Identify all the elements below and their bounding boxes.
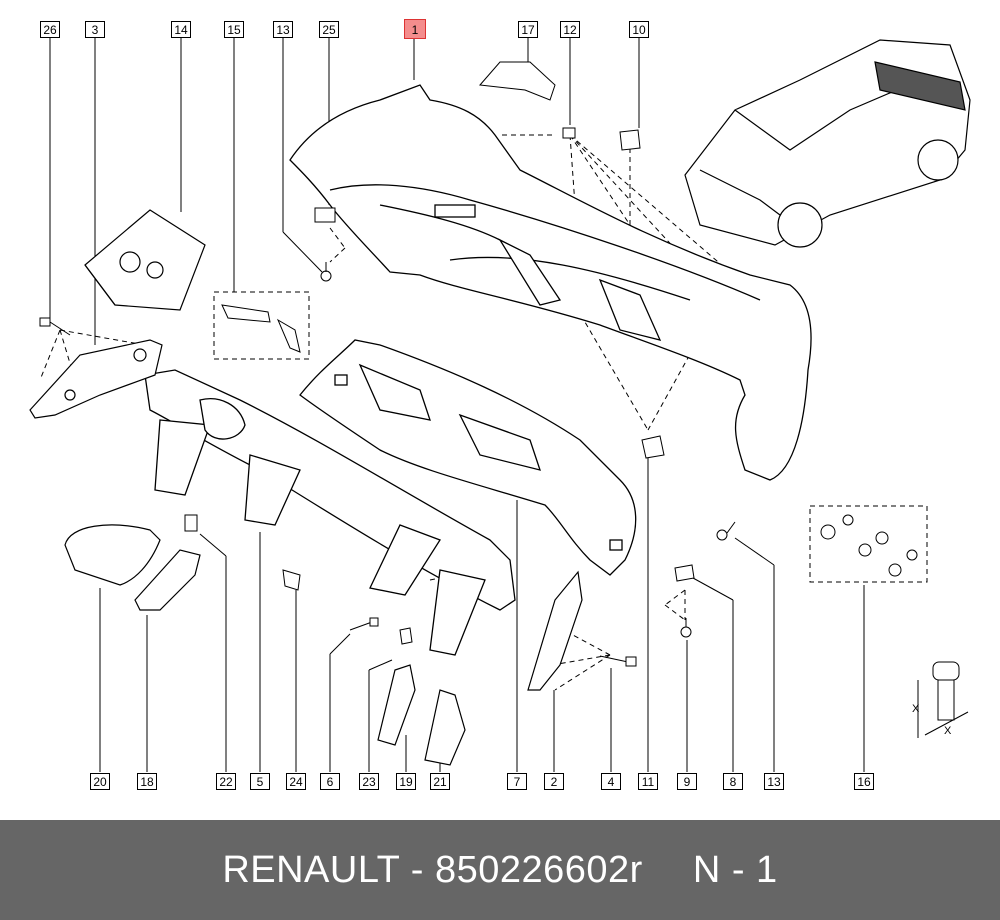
callout-17[interactable]: 17 (518, 21, 538, 38)
part-number-text: RENAULT - 850226602r (222, 848, 643, 891)
bumper-cover (289, 84, 812, 481)
fixing-kit-box (84, 209, 206, 311)
part-number-banner: RENAULT - 850226602r N - 1 (0, 820, 1000, 920)
cover-21 (424, 689, 466, 766)
bolt-dimension-icon (917, 661, 969, 738)
callout-19[interactable]: 19 (396, 773, 416, 790)
callout-6[interactable]: 6 (320, 773, 340, 790)
nut-10 (619, 129, 641, 151)
diffuser (299, 339, 637, 576)
screw-13a (320, 262, 332, 282)
callout-16[interactable]: 16 (854, 773, 874, 790)
callout-20[interactable]: 20 (90, 773, 110, 790)
group-box-16 (809, 505, 928, 583)
fasteners-16 (820, 514, 918, 577)
callout-14[interactable]: 14 (171, 21, 191, 38)
reflector-20 (64, 524, 161, 586)
axis-mark-x2: X (944, 725, 952, 737)
vehicle-illustration (684, 39, 971, 248)
brackets-15 (221, 304, 301, 353)
screw-13b (716, 521, 736, 541)
callout-7[interactable]: 7 (507, 773, 527, 790)
callout-11[interactable]: 11 (638, 773, 658, 790)
clip-8 (674, 564, 695, 582)
screw-9 (680, 618, 692, 638)
callout-10[interactable]: 10 (629, 21, 649, 38)
callout-25[interactable]: 25 (319, 21, 339, 38)
bracket-19 (377, 664, 416, 746)
axis-mark-x1: X (912, 703, 920, 715)
quantity-text: N - 1 (692, 848, 778, 891)
callout-8[interactable]: 8 (723, 773, 743, 790)
callout-22[interactable]: 22 (216, 773, 236, 790)
callout-23[interactable]: 23 (359, 773, 379, 790)
screw-12 (562, 127, 576, 139)
callout-1-highlighted[interactable]: 1 (404, 19, 426, 39)
callout-5[interactable]: 5 (250, 773, 270, 790)
callout-15[interactable]: 15 (224, 21, 244, 38)
clip-24 (282, 569, 301, 591)
screw-4 (599, 655, 637, 667)
nut-11 (641, 435, 665, 459)
side-support-2 (527, 570, 583, 691)
bolt-26 (39, 317, 71, 336)
callout-3[interactable]: 3 (85, 21, 105, 38)
callout-24[interactable]: 24 (286, 773, 306, 790)
clip-22 (184, 514, 198, 532)
bracket-17 (478, 61, 556, 101)
callout-13b[interactable]: 13 (764, 773, 784, 790)
callout-2[interactable]: 2 (544, 773, 564, 790)
callout-12[interactable]: 12 (560, 21, 580, 38)
callout-26[interactable]: 26 (40, 21, 60, 38)
side-bracket (29, 339, 163, 419)
bracket-18 (134, 549, 201, 611)
clip-23 (399, 627, 413, 645)
callout-13a[interactable]: 13 (273, 21, 293, 38)
callout-21[interactable]: 21 (430, 773, 450, 790)
callout-9[interactable]: 9 (677, 773, 697, 790)
bumper-beam (144, 369, 516, 656)
parts-diagram: X X (29, 38, 971, 772)
screw-6 (349, 617, 379, 631)
clip-25 (314, 207, 336, 223)
callout-18[interactable]: 18 (137, 773, 157, 790)
group-box-15 (213, 291, 310, 360)
callout-4[interactable]: 4 (601, 773, 621, 790)
